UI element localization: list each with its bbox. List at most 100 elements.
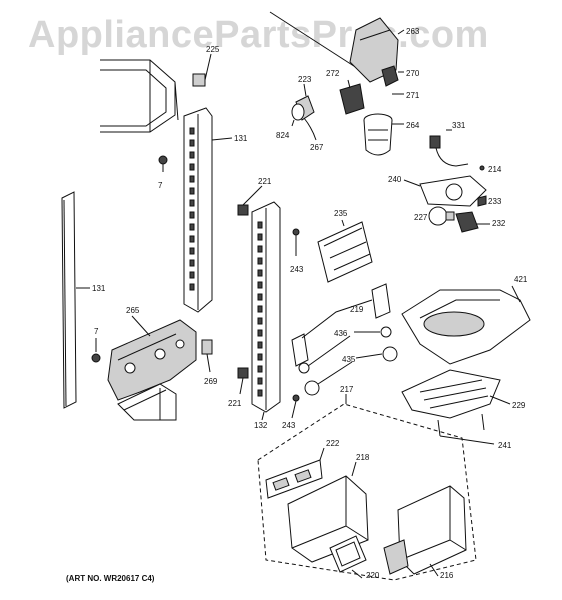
callout-235: 235: [334, 209, 348, 218]
callout-7-lower: 7: [94, 327, 99, 336]
rail-slot: [189, 235, 195, 243]
part-132-rail: [251, 201, 281, 421]
part-267-wire: [303, 117, 317, 141]
part-227-bulb: [428, 206, 455, 226]
callout-131-center: 131: [234, 134, 248, 143]
callout-232: 232: [492, 219, 506, 228]
rail-slot: [189, 259, 195, 267]
rail-slot: [189, 271, 195, 279]
callout-227: 227: [414, 213, 428, 222]
rail-slot: [257, 305, 263, 313]
rail-slot: [257, 293, 263, 301]
rail-slot: [257, 317, 263, 325]
part-217-kit-box: [257, 394, 477, 581]
part-131-rail-left: [61, 191, 90, 409]
callout-265: 265: [126, 306, 140, 315]
part-7-screw-upper: [158, 155, 168, 172]
callout-219: 219: [350, 305, 364, 314]
part-421-light-housing: [401, 285, 531, 365]
part-219-bracket-right: [371, 283, 391, 319]
part-240-lamp-bracket: [403, 175, 487, 207]
callout-435: 435: [342, 355, 356, 364]
callout-221-lower: 221: [228, 399, 242, 408]
rail-slot: [189, 223, 195, 231]
cabinet-corner: [100, 59, 179, 133]
callout-421: 421: [514, 275, 528, 284]
callout-271: 271: [406, 91, 420, 100]
callout-243-lower: 243: [282, 421, 296, 430]
cabinet-lower-piece: [117, 383, 177, 421]
part-270-cap: [381, 65, 404, 87]
rail-slot: [257, 329, 263, 337]
part-216-module: [383, 485, 467, 577]
part-263-housing: [269, 11, 405, 83]
part-229-lens: [401, 369, 511, 419]
rail-slot: [257, 353, 263, 361]
rail-slot: [257, 365, 263, 373]
part-233-clip: [477, 195, 487, 207]
part-265-bracket: [107, 315, 197, 401]
part-131-rail-center: [183, 107, 233, 313]
rail-slot: [189, 211, 195, 219]
part-436-bulb: [298, 326, 392, 374]
part-331-harness: [429, 129, 485, 171]
part-221-clip-lower: [237, 367, 249, 395]
rail-slot: [189, 247, 195, 255]
callout-223: 223: [298, 75, 312, 84]
part-243-screw-upper: [292, 228, 300, 256]
rail-slot: [189, 127, 195, 135]
callout-222: 222: [326, 439, 340, 448]
rail-slot: [189, 187, 195, 195]
callout-240: 240: [388, 175, 402, 184]
part-269-bushing: [201, 339, 213, 373]
callout-225: 225: [206, 45, 220, 54]
callout-132: 132: [254, 421, 268, 430]
callout-233: 233: [488, 197, 502, 206]
rail-slot: [257, 281, 263, 289]
callout-436: 436: [334, 329, 348, 338]
callout-243-upper: 243: [290, 265, 304, 274]
callout-331: 331: [452, 121, 466, 130]
callout-220: 220: [366, 571, 380, 580]
rail-slot: [189, 283, 195, 291]
callout-263: 263: [406, 27, 420, 36]
callout-269: 269: [204, 377, 218, 386]
part-232-socket: [455, 211, 490, 233]
part-7-screw-lower: [91, 338, 101, 363]
rail-slot: [257, 257, 263, 265]
rail-slot: [257, 245, 263, 253]
callout-270: 270: [406, 69, 420, 78]
callout-267: 267: [310, 143, 324, 152]
callout-824: 824: [276, 131, 290, 140]
part-435-bulb: [304, 346, 398, 396]
callout-131-left: 131: [92, 284, 106, 293]
watermark: AppliancePartsPros.com: [28, 14, 489, 56]
part-243-screw-lower: [291, 394, 300, 419]
callout-264: 264: [406, 121, 420, 130]
rail-slot: [189, 163, 195, 171]
callout-229: 229: [512, 401, 526, 410]
part-235-cover: [317, 219, 373, 283]
rail-slot: [257, 341, 263, 349]
part-221-clip-upper: [237, 185, 263, 216]
rail-slot: [257, 233, 263, 241]
art-number: (ART NO. WR20617 C4): [66, 574, 155, 583]
callout-217: 217: [340, 385, 354, 394]
rail-slot: [257, 221, 263, 229]
callout-221-upper: 221: [258, 177, 272, 186]
rail-slot: [257, 389, 263, 397]
part-824-ring: [291, 103, 305, 127]
callout-7-upper: 7: [158, 181, 163, 190]
callout-214: 214: [488, 165, 502, 174]
part-241-screws: [437, 413, 495, 445]
rail-slot: [257, 377, 263, 385]
rail-slot: [189, 139, 195, 147]
part-264-filter: [363, 113, 404, 156]
part-219-bracket-left: [291, 333, 309, 367]
part-220-gasket: [329, 535, 367, 579]
part-225-clip: [192, 53, 212, 87]
callout-241: 241: [498, 441, 512, 450]
leader-219: [301, 299, 373, 339]
rail-slot: [189, 199, 195, 207]
